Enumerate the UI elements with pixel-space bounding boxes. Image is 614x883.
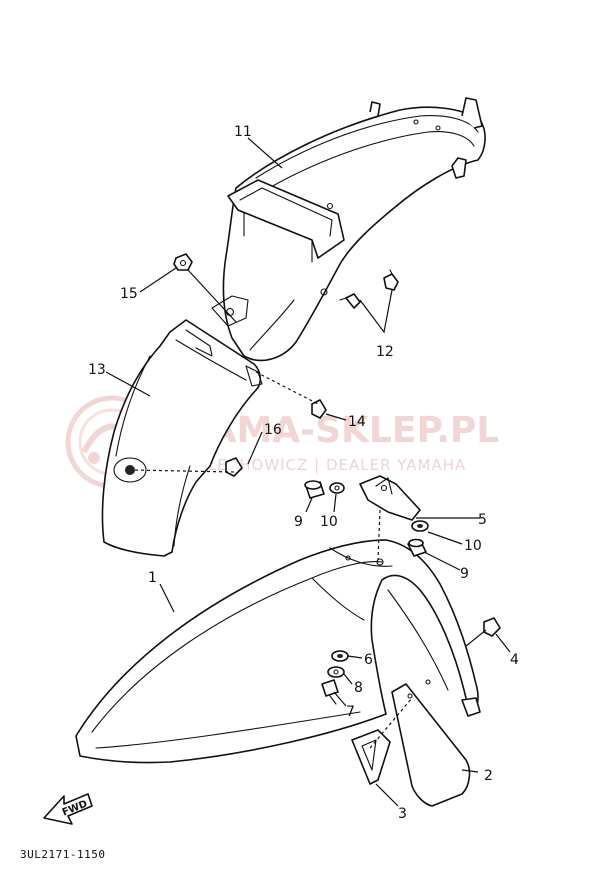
- callout-4: 4: [510, 652, 519, 668]
- callout-labels: 11 15 12 13 14 16 9 10 5 10 9 1 4 6 8 7 …: [88, 124, 519, 822]
- callout-1: 1: [148, 570, 157, 586]
- part-3-bracket: [351, 729, 391, 785]
- part-15-nut: [173, 253, 193, 271]
- part-12-bolt-a: [383, 269, 399, 291]
- callout-5: 5: [478, 512, 487, 528]
- part-4-bolt: [483, 617, 501, 637]
- part-9b-bolt: [407, 538, 427, 557]
- part-12-bolt-b: [339, 293, 361, 309]
- callout-15: 15: [120, 286, 138, 302]
- callout-9-upper: 9: [294, 514, 303, 530]
- callout-6: 6: [364, 652, 373, 668]
- callout-10-upper: 10: [320, 514, 338, 530]
- callout-3: 3: [398, 806, 407, 822]
- part-9a-bolt: [304, 480, 325, 499]
- callout-8: 8: [354, 680, 363, 696]
- part-16-bolt: [225, 457, 243, 477]
- callout-16: 16: [264, 422, 282, 438]
- part-2-plate: [391, 679, 471, 807]
- part-14-bolt: [311, 399, 327, 419]
- part-10b-washer: [411, 520, 429, 532]
- part-5-stay: [359, 475, 421, 521]
- callout-11: 11: [234, 124, 252, 140]
- part-6-washer: [331, 650, 349, 662]
- callout-13: 13: [88, 362, 106, 378]
- leader-lines: [105, 137, 511, 807]
- part-8-washer: [327, 666, 345, 678]
- part-1-front-fender: [75, 539, 481, 764]
- callout-9-lower: 9: [460, 566, 469, 582]
- callout-12: 12: [376, 344, 394, 360]
- part-11-rear-fender: [211, 97, 486, 362]
- callout-10-lower: 10: [464, 538, 482, 554]
- watermark-title: YAMA-SKLEP.PL: [185, 410, 499, 451]
- watermark: YAMA-SKLEP.PL W.ŁECHOWICZ | DEALER YAMAH…: [65, 395, 499, 489]
- part-10a-washer: [329, 482, 345, 494]
- callout-7: 7: [346, 704, 355, 720]
- callout-2: 2: [484, 768, 493, 784]
- forward-direction-arrow-icon: FWD: [43, 793, 93, 825]
- watermark-subtitle: W.ŁECHOWICZ | DEALER YAMAHA: [188, 456, 466, 474]
- diagram-code: 3UL2171-1150: [20, 848, 105, 861]
- part-13-inner-fender: [101, 319, 263, 557]
- callout-14: 14: [348, 414, 366, 430]
